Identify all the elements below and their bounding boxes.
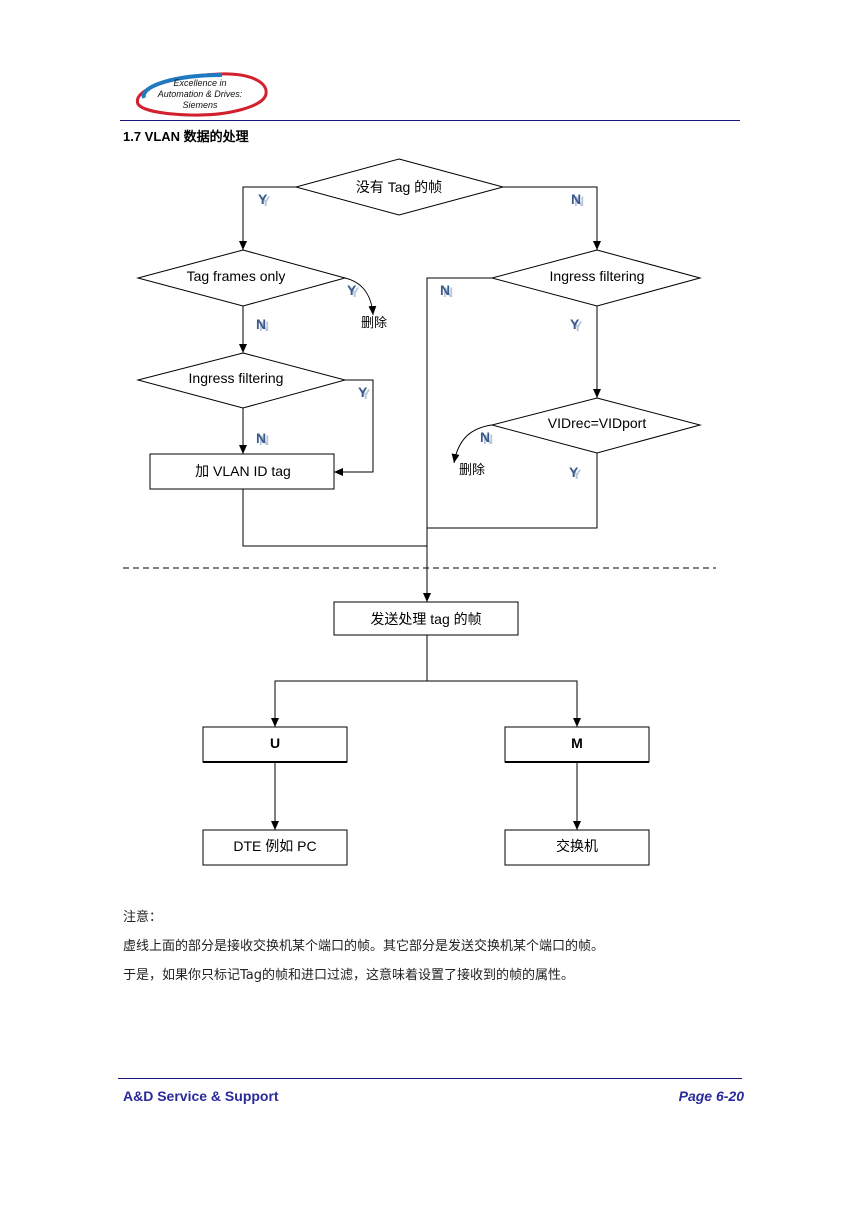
vlan-flowchart: 没有 Tag 的帧 Tag frames only Ingress filter… — [123, 158, 716, 866]
svg-text:N: N — [480, 429, 490, 445]
footer-page-number: Page 6-20 — [678, 1088, 744, 1104]
svg-text:Y: Y — [261, 193, 271, 209]
m-box — [504, 726, 650, 763]
svg-text:Y: Y — [350, 284, 360, 300]
svg-text:Y: Y — [347, 282, 357, 298]
send-tagged-frame-box — [333, 601, 519, 636]
switch-box — [504, 829, 650, 866]
svg-text:Y: Y — [570, 316, 580, 332]
svg-text:N: N — [440, 282, 450, 298]
u-box — [202, 726, 348, 763]
svg-text:N: N — [574, 193, 584, 209]
header-divider — [120, 120, 740, 121]
delete-label-2: 删除 — [459, 462, 485, 477]
footer-divider — [118, 1078, 742, 1079]
svg-text:N: N — [443, 284, 453, 300]
note-line-1: 虚线上面的部分是接收交换机某个端口的帧。其它部分是发送交换机某个端口的帧。 — [123, 939, 605, 954]
ingress-filtering-right-label: Ingress filtering — [550, 268, 645, 284]
logo-line-3: Siemens — [182, 100, 218, 110]
svg-text:N: N — [259, 318, 269, 334]
svg-text:Y: Y — [569, 464, 579, 480]
yn-markers: YY NN YY NN NN YY YY NN NN YY — [256, 191, 584, 482]
svg-text:N: N — [571, 191, 581, 207]
m-label: M — [571, 735, 583, 751]
add-vlan-tag-label: 加 VLAN ID tag — [195, 463, 291, 479]
note-heading: 注意： — [123, 910, 163, 925]
svg-text:N: N — [256, 430, 266, 446]
svg-text:N: N — [259, 432, 269, 448]
tag-frames-only-label: Tag frames only — [187, 268, 286, 284]
dte-pc-label: DTE 例如 PC — [233, 838, 316, 854]
decision-no-tag — [294, 158, 505, 216]
ingress-filtering-left-label: Ingress filtering — [189, 370, 284, 386]
svg-text:Y: Y — [572, 466, 582, 482]
note-line-2: 于是，如果你只标记Tag的帧和进口过滤，这意味着设置了接收到的帧的属性。 — [123, 968, 575, 983]
dte-pc-box — [202, 829, 348, 866]
logo-line-1: Excellence in — [173, 78, 226, 88]
svg-text:Y: Y — [258, 191, 268, 207]
svg-text:N: N — [483, 431, 493, 447]
vid-compare-label: VIDrec=VIDport — [548, 415, 647, 431]
u-label: U — [270, 735, 280, 751]
svg-text:Y: Y — [358, 384, 368, 400]
svg-text:Y: Y — [361, 386, 371, 402]
switch-label: 交换机 — [556, 838, 598, 854]
send-tagged-frame-label: 发送处理 tag 的帧 — [370, 611, 481, 627]
siemens-logo: Excellence in Automation & Drives: Sieme… — [135, 72, 268, 117]
footer-company: A&D Service & Support — [123, 1088, 279, 1104]
svg-text:Y: Y — [573, 318, 583, 334]
no-tag-label: 没有 Tag 的帧 — [356, 179, 442, 195]
delete-label-1: 删除 — [361, 315, 387, 330]
logo-line-2: Automation & Drives: — [157, 89, 243, 99]
section-title: 1.7 VLAN 数据的处理 — [123, 129, 249, 144]
svg-text:N: N — [256, 316, 266, 332]
add-vlan-tag-box — [149, 453, 335, 490]
